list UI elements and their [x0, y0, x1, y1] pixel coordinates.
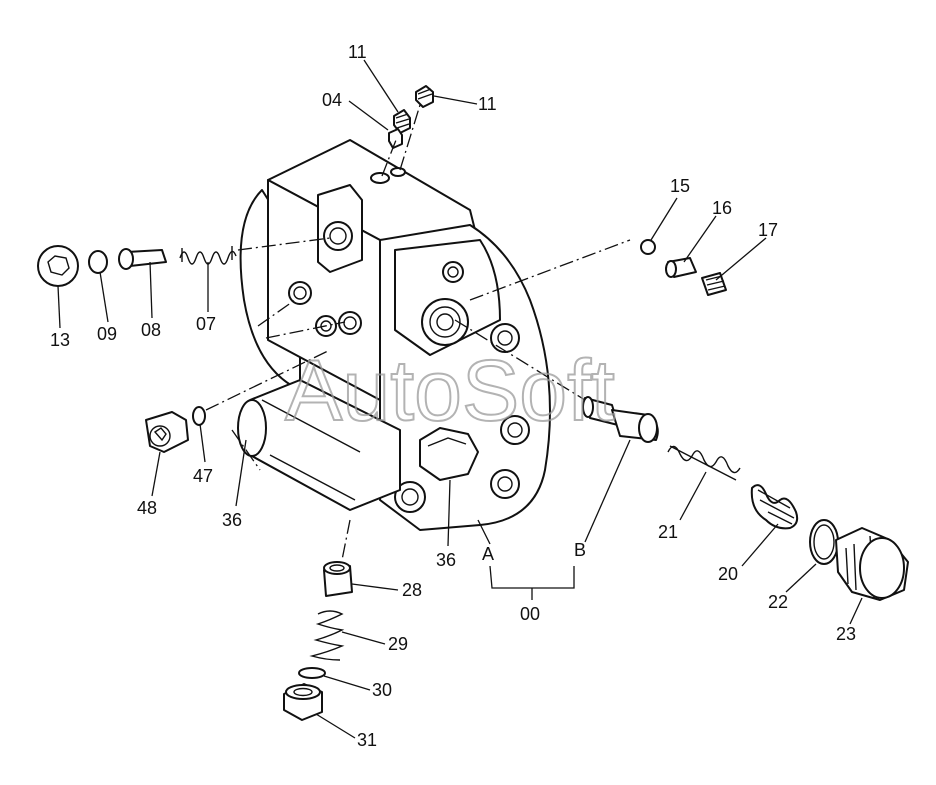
label-23: 23 — [836, 624, 856, 644]
label-29: 29 — [388, 634, 408, 654]
piston-08 — [118, 248, 167, 270]
assembly-lines — [205, 104, 631, 561]
label-A: A — [482, 544, 494, 564]
spool-b — [582, 396, 659, 443]
label-20: 20 — [718, 564, 738, 584]
o-ring-09 — [88, 250, 108, 274]
label-17: 17 — [758, 220, 778, 240]
spring-29 — [309, 610, 345, 661]
label-36-right: 36 — [436, 550, 456, 570]
label-48: 48 — [137, 498, 157, 518]
label-13: 13 — [50, 330, 70, 350]
label-08: 08 — [141, 320, 161, 340]
label-04: 04 — [322, 90, 342, 110]
upper-right-parts — [640, 239, 727, 296]
label-21: 21 — [658, 522, 678, 542]
label-07: 07 — [196, 314, 216, 334]
set-screw-11-right — [415, 85, 434, 108]
bottom-parts — [283, 561, 353, 721]
plug-17 — [701, 272, 727, 296]
spool-assembly — [582, 396, 909, 601]
left-parts — [37, 245, 237, 287]
label-28: 28 — [402, 580, 422, 600]
spring-20 — [750, 484, 799, 530]
o-ring-30 — [298, 667, 326, 679]
label-11-top: 11 — [348, 42, 367, 62]
valve-body — [237, 139, 551, 531]
plug-48 — [145, 411, 189, 453]
label-31: 31 — [357, 730, 377, 750]
spring-21 — [667, 445, 741, 481]
top-plugs — [388, 85, 434, 149]
plug-23 — [835, 527, 909, 601]
label-22: 22 — [768, 592, 788, 612]
label-47: 47 — [193, 466, 213, 486]
pin-04 — [388, 128, 403, 149]
leader-lines — [57, 59, 863, 739]
sleeve-28 — [323, 561, 353, 597]
label-30: 30 — [372, 680, 392, 700]
label-16: 16 — [712, 198, 732, 218]
part-labels: 11 04 11 15 16 17 13 09 08 07 48 47 36 3… — [50, 42, 856, 750]
set-screw-11-top — [393, 109, 411, 134]
left-lower-parts — [145, 406, 206, 453]
label-15: 15 — [670, 176, 690, 196]
label-00: 00 — [520, 604, 540, 624]
spring-07 — [179, 246, 237, 265]
label-09: 09 — [97, 324, 117, 344]
ball-15 — [640, 239, 656, 255]
label-B: B — [574, 540, 586, 560]
watermark-text: AutoSoft — [285, 343, 615, 439]
seat-16 — [665, 257, 697, 278]
label-11-right: 11 — [478, 94, 497, 114]
plug-13 — [37, 245, 79, 287]
o-ring-47 — [192, 406, 206, 426]
label-36-left: 36 — [222, 510, 242, 530]
cap-31 — [283, 683, 323, 721]
